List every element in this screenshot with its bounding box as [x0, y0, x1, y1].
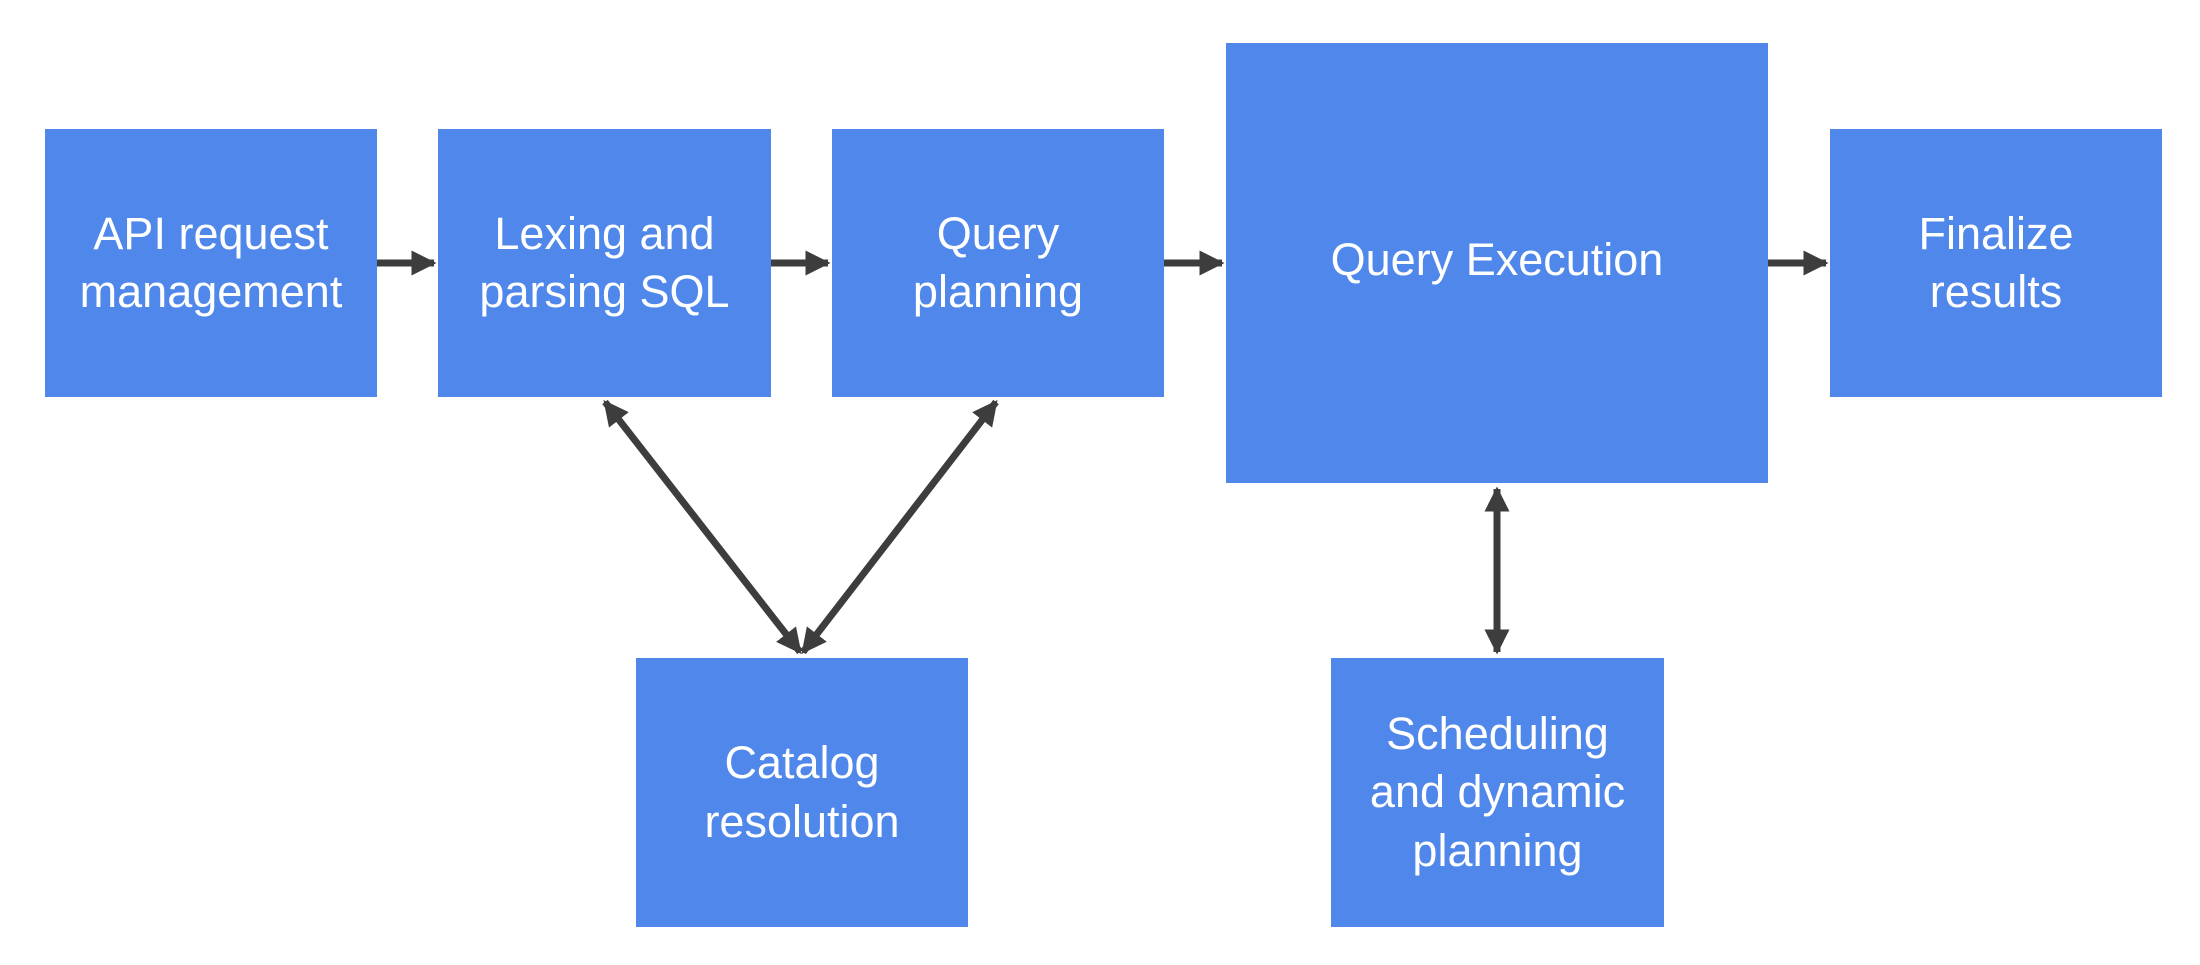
arrow-lexing-catalog	[602, 399, 803, 655]
finalize-results-box: Finalize results	[1830, 129, 2162, 397]
lexing-parsing-sql-label: Lexing and parsing SQL	[479, 207, 730, 318]
scheduling-dynamic-planning-label: Scheduling and dynamic planning	[1369, 707, 1626, 876]
query-planning-box: Query planning	[832, 129, 1164, 397]
query-planning-label: Query planning	[912, 207, 1084, 318]
query-execution-box: Query Execution	[1226, 43, 1768, 483]
api-request-management-label: API request management	[79, 207, 343, 318]
arrow-planning-catalog	[800, 399, 999, 655]
lexing-parsing-sql-box: Lexing and parsing SQL	[438, 129, 771, 397]
scheduling-dynamic-planning-box: Scheduling and dynamic planning	[1331, 658, 1664, 927]
catalog-resolution-box: Catalog resolution	[636, 658, 968, 927]
catalog-resolution-label: Catalog resolution	[704, 737, 900, 847]
api-request-management-box: API request management	[45, 129, 377, 397]
finalize-results-label: Finalize results	[1918, 207, 2074, 318]
query-execution-label: Query Execution	[1330, 234, 1664, 285]
